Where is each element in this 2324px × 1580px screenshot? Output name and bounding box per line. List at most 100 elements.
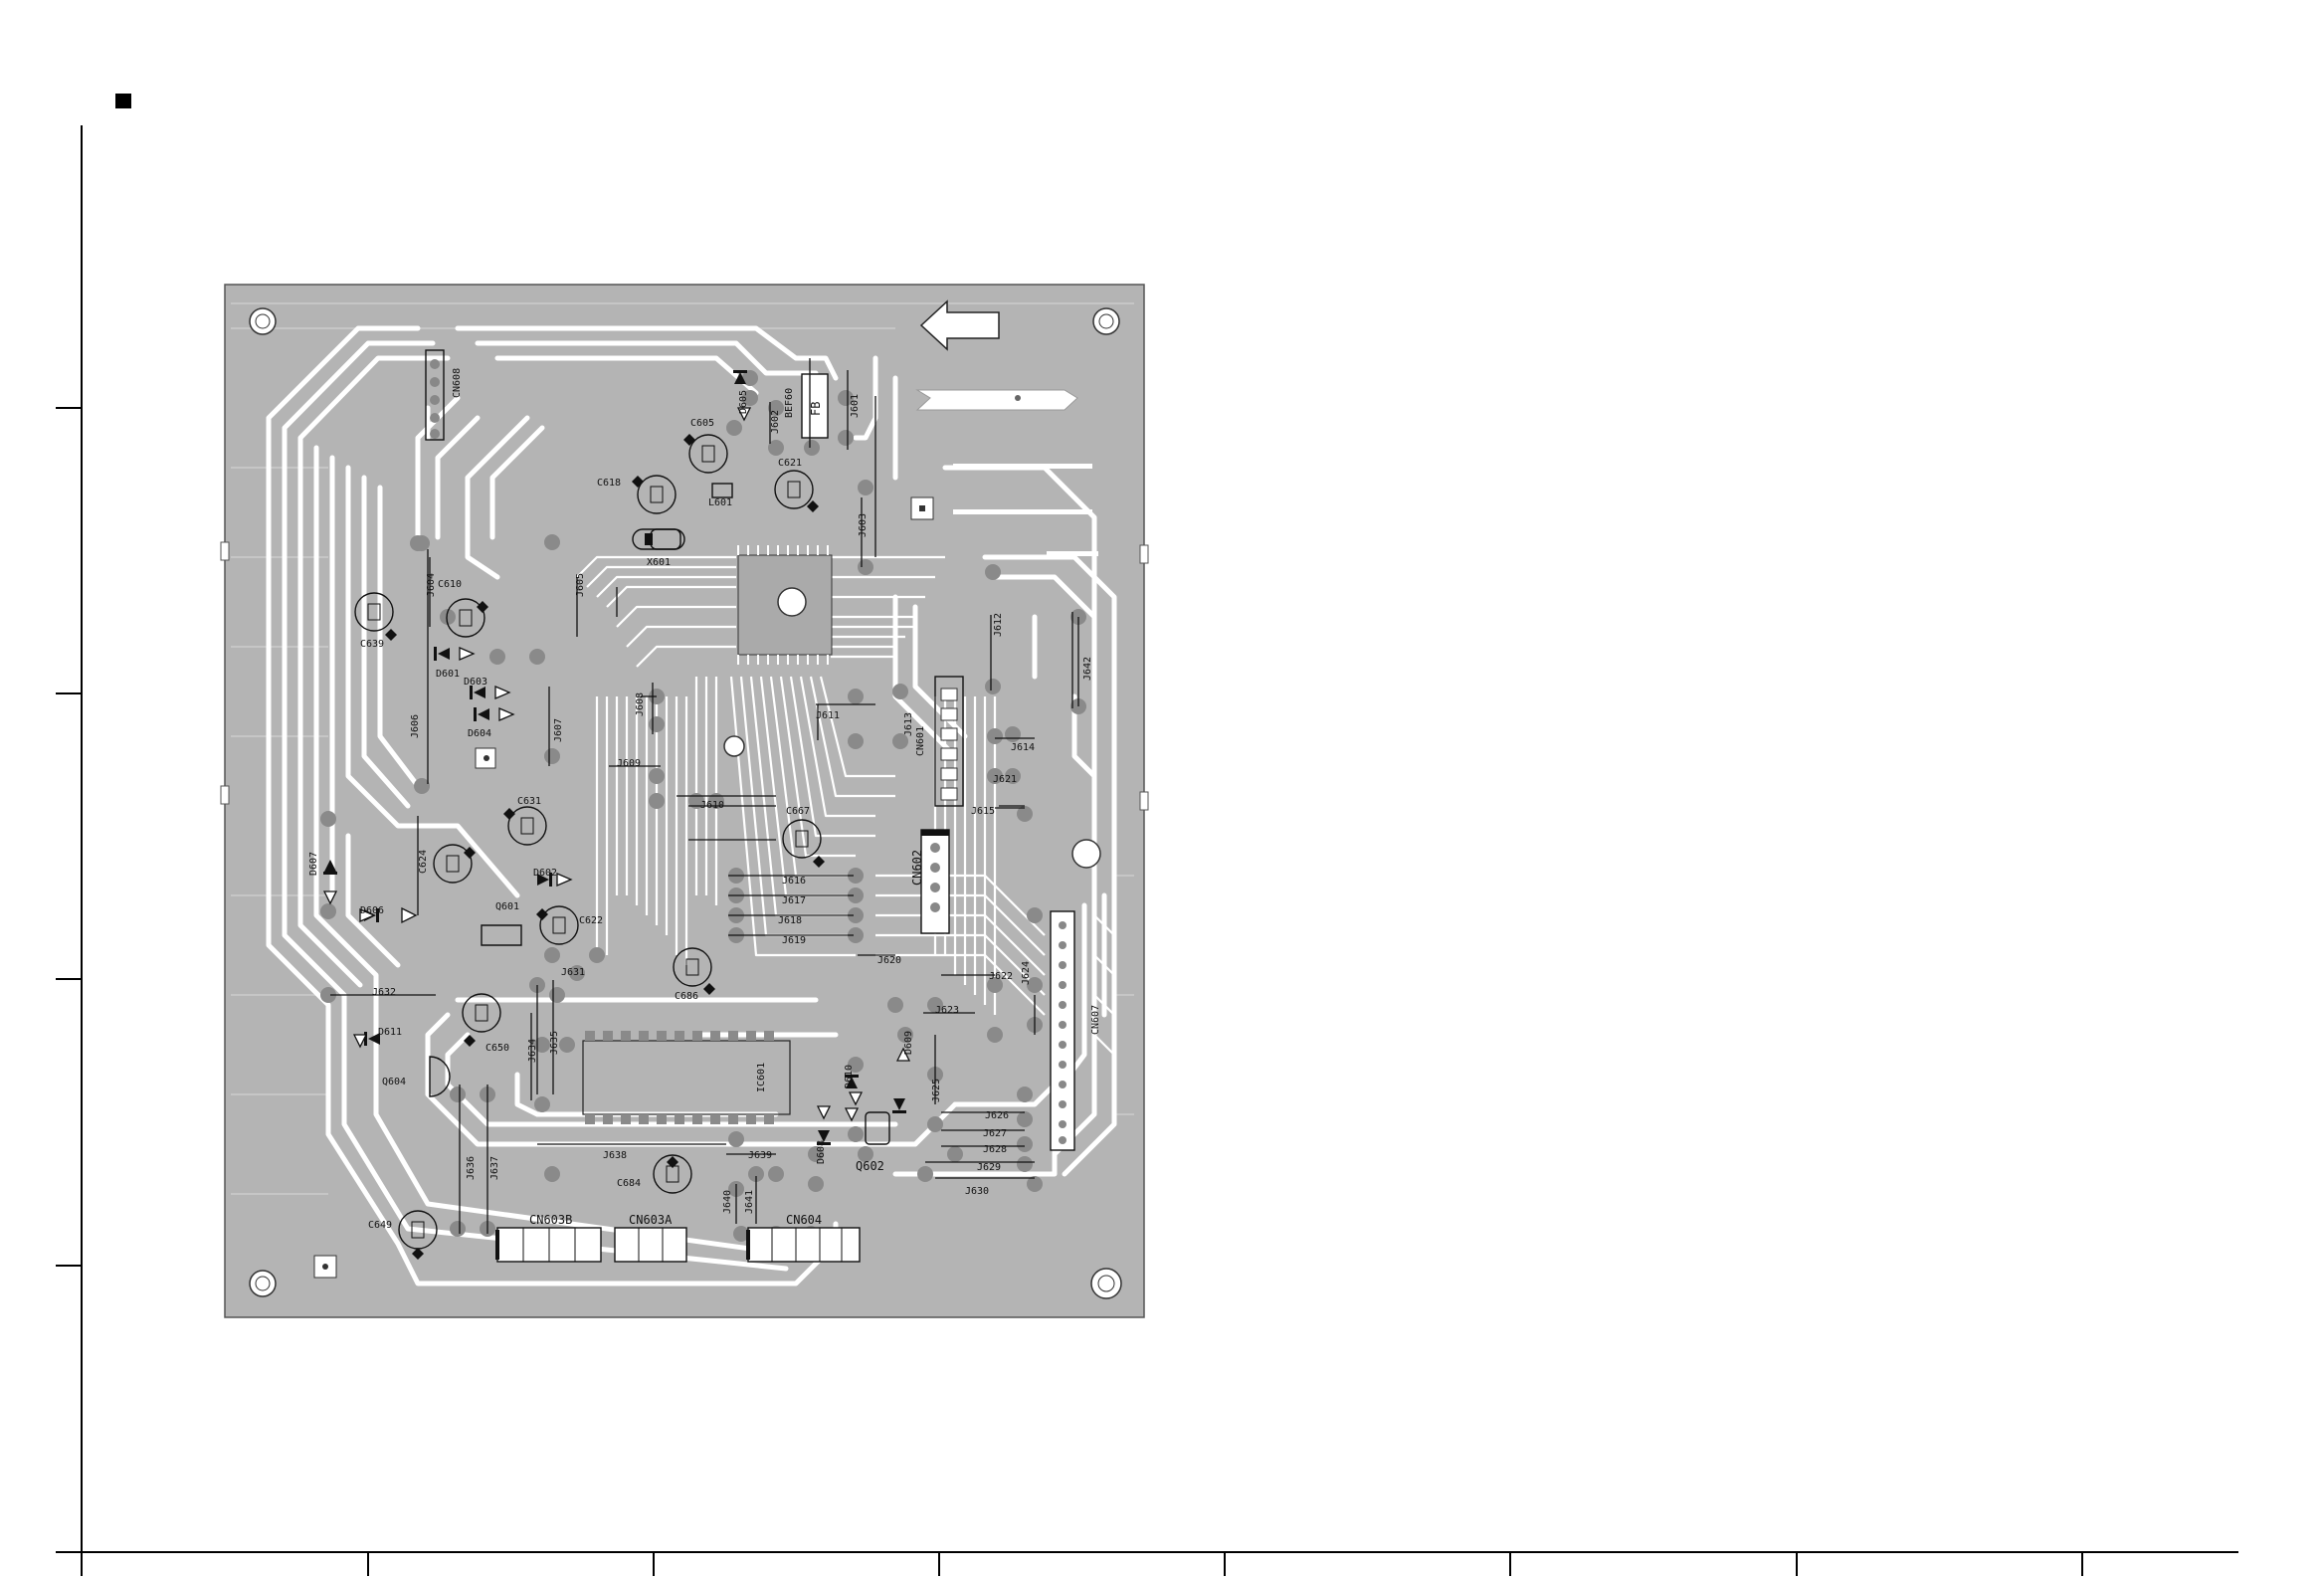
svg-text:Q604: Q604 xyxy=(382,1077,406,1087)
connector-cn602 xyxy=(920,829,950,934)
svg-text:C684: C684 xyxy=(617,1178,641,1189)
svg-text:J613: J613 xyxy=(903,712,914,736)
svg-text:D608: D608 xyxy=(816,1140,827,1164)
svg-text:J632: J632 xyxy=(372,987,396,998)
svg-text:D606: D606 xyxy=(360,905,384,916)
svg-text:FB: FB xyxy=(809,402,823,416)
svg-text:BEF60: BEF60 xyxy=(784,388,795,418)
svg-text:J603: J603 xyxy=(858,513,869,537)
svg-text:J640: J640 xyxy=(722,1190,733,1214)
svg-text:J618: J618 xyxy=(778,915,802,926)
svg-text:D607: D607 xyxy=(308,852,319,876)
svg-text:D601: D601 xyxy=(436,669,460,680)
svg-text:J624: J624 xyxy=(1021,961,1032,985)
svg-text:J614: J614 xyxy=(1011,742,1035,753)
svg-text:C610: C610 xyxy=(438,579,462,590)
svg-text:J606: J606 xyxy=(410,714,421,738)
svg-text:IC601: IC601 xyxy=(756,1063,767,1092)
svg-text:Q601: Q601 xyxy=(495,901,519,912)
component-labels: CN608 C605 C618 C621 L601 X601 C610 C639… xyxy=(308,368,1101,1231)
jumper-labels: J601 J602 J603 J604 J605 J606 J607 J608 … xyxy=(372,394,1093,1214)
svg-text:CN603A: CN603A xyxy=(629,1213,673,1227)
svg-text:J625: J625 xyxy=(931,1079,942,1102)
svg-text:J635: J635 xyxy=(549,1031,560,1055)
svg-text:J605: J605 xyxy=(575,573,586,597)
svg-text:J634: J634 xyxy=(527,1039,538,1063)
ic601-qfp xyxy=(737,545,833,665)
svg-text:J637: J637 xyxy=(489,1156,500,1180)
svg-text:J602: J602 xyxy=(770,410,781,434)
svg-text:C649: C649 xyxy=(368,1220,392,1231)
svg-text:C605: C605 xyxy=(690,418,714,429)
svg-text:J604: J604 xyxy=(426,573,437,597)
svg-text:C639: C639 xyxy=(360,639,384,650)
svg-text:J616: J616 xyxy=(782,876,806,887)
section-marker-square xyxy=(115,94,131,108)
crystal-x601 xyxy=(632,528,685,550)
svg-text:D610: D610 xyxy=(844,1065,855,1088)
svg-text:J630: J630 xyxy=(965,1186,989,1197)
svg-text:J607: J607 xyxy=(553,718,564,742)
svg-text:C624: C624 xyxy=(418,850,429,874)
svg-text:C618: C618 xyxy=(597,478,621,489)
fine-traces xyxy=(576,555,1115,1056)
svg-text:D604: D604 xyxy=(468,728,491,739)
svg-text:J621: J621 xyxy=(993,774,1017,785)
svg-text:D603: D603 xyxy=(464,677,487,688)
svg-text:J610: J610 xyxy=(700,800,724,811)
jumper-wires xyxy=(330,358,1079,1234)
svg-text:CN608: CN608 xyxy=(452,368,463,398)
electrolytic-capacitors xyxy=(354,434,825,1260)
svg-text:C631: C631 xyxy=(517,796,541,807)
svg-text:CN601: CN601 xyxy=(915,726,926,756)
svg-text:CN602: CN602 xyxy=(910,850,924,886)
svg-text:J639: J639 xyxy=(748,1150,772,1161)
svg-text:C667: C667 xyxy=(786,806,810,817)
svg-text:J636: J636 xyxy=(466,1156,477,1180)
ic601-dip xyxy=(582,1031,791,1124)
svg-text:C650: C650 xyxy=(485,1043,509,1054)
svg-text:J629: J629 xyxy=(977,1162,1001,1173)
svg-text:Q602: Q602 xyxy=(856,1159,884,1173)
svg-text:J612: J612 xyxy=(993,613,1004,637)
connector-cn607 xyxy=(1050,910,1075,1151)
svg-text:J628: J628 xyxy=(983,1144,1007,1155)
svg-text:J627: J627 xyxy=(983,1128,1007,1139)
svg-text:J623: J623 xyxy=(935,1005,959,1016)
connector-cn603a xyxy=(614,1227,687,1263)
svg-text:D602: D602 xyxy=(533,868,557,879)
svg-text:J620: J620 xyxy=(877,955,901,966)
svg-text:J608: J608 xyxy=(635,692,646,716)
svg-text:J642: J642 xyxy=(1082,657,1093,681)
svg-text:D605: D605 xyxy=(738,390,749,414)
svg-text:CN603B: CN603B xyxy=(529,1213,572,1227)
svg-text:J631: J631 xyxy=(561,967,585,978)
svg-text:J617: J617 xyxy=(782,895,806,906)
svg-text:C622: C622 xyxy=(579,915,603,926)
svg-text:J609: J609 xyxy=(617,758,641,769)
svg-text:CN607: CN607 xyxy=(1090,1005,1101,1035)
ferrite-bead-fb xyxy=(801,373,829,439)
drawing-frame xyxy=(56,125,2238,1576)
svg-text:X601: X601 xyxy=(647,557,671,568)
svg-text:J601: J601 xyxy=(850,394,861,418)
svg-text:J615: J615 xyxy=(971,806,995,817)
diode-outlines xyxy=(322,407,911,1122)
connector-cn604 xyxy=(746,1227,861,1263)
svg-text:J619: J619 xyxy=(782,935,806,946)
svg-text:C686: C686 xyxy=(675,991,698,1002)
svg-text:J641: J641 xyxy=(744,1190,755,1214)
pcb-board: CN608 C605 C618 C621 L601 X601 C610 C639… xyxy=(220,284,1149,1318)
svg-text:J626: J626 xyxy=(985,1110,1009,1121)
svg-text:J622: J622 xyxy=(989,971,1013,982)
connector-cn608 xyxy=(425,349,445,441)
connector-cn601 xyxy=(934,676,964,807)
svg-text:L601: L601 xyxy=(708,497,732,508)
svg-text:D611: D611 xyxy=(378,1027,402,1038)
svg-text:C621: C621 xyxy=(778,458,802,469)
svg-text:J638: J638 xyxy=(603,1150,627,1161)
svg-text:D609: D609 xyxy=(903,1031,914,1055)
svg-text:CN604: CN604 xyxy=(786,1213,822,1227)
svg-text:J611: J611 xyxy=(816,710,840,721)
